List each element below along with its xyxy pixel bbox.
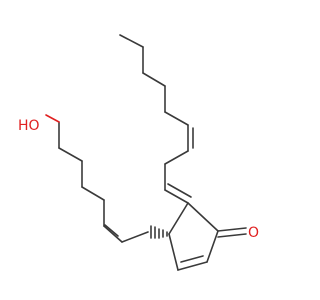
bond <box>119 34 144 48</box>
ring-double-bond <box>177 261 208 271</box>
cyclopentenone-ring <box>168 202 247 271</box>
ring-bond <box>168 202 189 235</box>
carbonyl-bond-inner <box>217 233 247 238</box>
bond <box>58 147 83 162</box>
ring-bond <box>168 233 179 271</box>
hydroxyheptenyl-chain <box>45 114 149 243</box>
bond <box>121 231 149 243</box>
carbonyl-oxygen-label: O <box>248 225 259 241</box>
cis-double-bond-inner <box>104 224 119 237</box>
structure-canvas: HO O <box>18 34 260 271</box>
octadienylidene-chain <box>119 34 194 204</box>
bond <box>164 111 189 126</box>
bond <box>164 150 189 165</box>
exocyclic-double-bond <box>164 189 189 204</box>
bond <box>142 72 166 87</box>
carbonyl-bond <box>217 227 247 232</box>
c-o-bond <box>45 114 60 123</box>
ring-bond <box>206 230 219 263</box>
hydroxyl-label: HO <box>18 118 40 134</box>
ring-double-bond-inner <box>180 255 204 263</box>
ring-bond <box>187 202 219 232</box>
skeletal-formula: HO O <box>18 34 259 271</box>
exocyclic-double-bond-inner <box>167 183 192 198</box>
hashed-wedge-bond <box>150 225 168 239</box>
bond <box>81 186 105 201</box>
cis-double-bond <box>103 225 123 243</box>
